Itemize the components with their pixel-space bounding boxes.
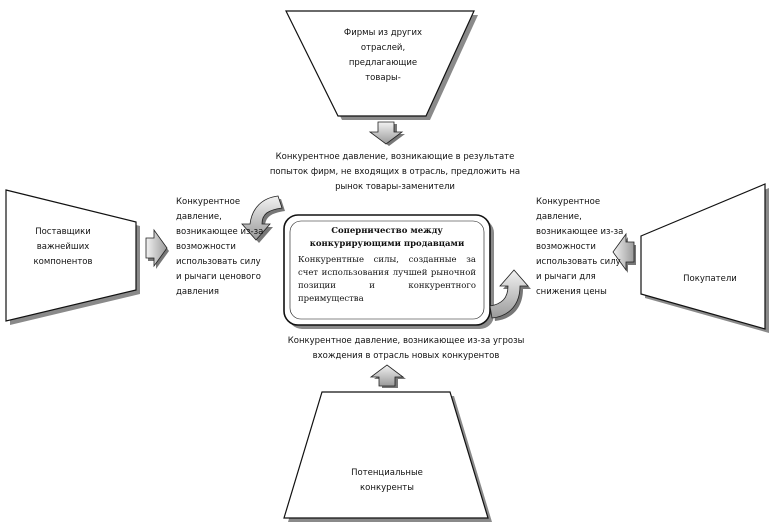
pressure-bottom-label: Конкурентное давление, возникающее из-за… <box>287 336 525 361</box>
curved-arrow-icon <box>241 195 285 243</box>
left-box <box>5 189 140 325</box>
right-box-label: Покупатели <box>683 274 737 284</box>
center-body: Конкурентные силы, созданные за счет исп… <box>298 255 476 304</box>
top-box <box>285 10 478 120</box>
bottom-box <box>283 391 492 522</box>
arrow-down-icon <box>368 121 405 146</box>
bottom-box-label: Потенциальные конкуренты <box>351 468 423 493</box>
curved-arrow-icon <box>489 269 531 321</box>
center-box <box>283 214 494 329</box>
pressure-right-label: Конкурентное давление, возникающее из-за… <box>536 197 624 297</box>
pressure-top-label: Конкурентное давление, возникающие в рез… <box>269 152 521 192</box>
right-box <box>640 183 769 333</box>
left-box-label: Поставщики важнейших компонентов <box>33 227 93 267</box>
arrow-left-icon <box>612 232 636 273</box>
arrow-right-icon <box>145 228 169 269</box>
pressure-left-label: Конкурентное давление, возникающее из-за… <box>176 197 264 297</box>
top-box-label: Фирмы из других отраслей, предлагающие т… <box>343 28 423 83</box>
arrow-up-icon <box>369 364 406 388</box>
center-title: Соперничество между конкурирующими прода… <box>309 226 465 249</box>
